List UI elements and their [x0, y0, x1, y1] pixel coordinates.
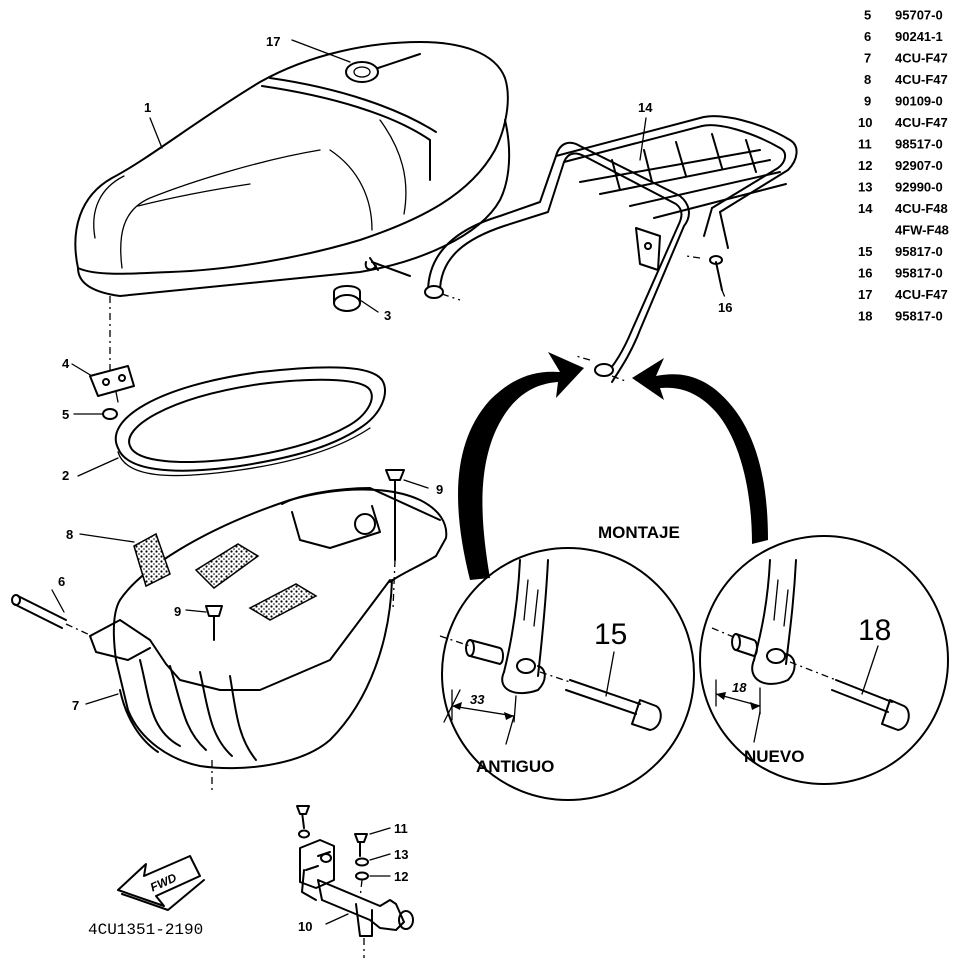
- bolt-part-16: [685, 255, 727, 301]
- pad-part-8: [133, 532, 171, 588]
- parts-list-code: 95817-0: [895, 309, 943, 324]
- parts-list-code: 4CU-F47: [895, 72, 948, 87]
- parts-list-code: 4CU-F47: [895, 51, 948, 66]
- dim-old: 33: [470, 692, 485, 707]
- dim-new: 18: [732, 680, 747, 695]
- parts-list-code: 92990-0: [895, 180, 943, 195]
- pin-part-6: [11, 594, 93, 637]
- screw-part-9-right: [385, 469, 405, 609]
- callout-3: 3: [384, 308, 391, 323]
- fwd-label: FWD: [148, 870, 179, 894]
- callout-6: 6: [58, 574, 65, 589]
- parts-list-code: 92907-0: [895, 158, 943, 173]
- parts-list-code: 98517-0: [895, 137, 943, 152]
- seat: [74, 41, 511, 297]
- parts-list-number: 12: [858, 158, 872, 173]
- parts-list-number: 16: [858, 266, 872, 281]
- parts-list-number: 15: [858, 244, 872, 259]
- callout-9-right: 9: [436, 482, 443, 497]
- parts-list-code: 4CU-F47: [895, 287, 948, 302]
- screw-part-9-mid: [205, 605, 223, 641]
- arrow-left: [458, 352, 584, 580]
- parts-list-number: 4: [864, 0, 872, 1]
- detail-heading: MONTAJE: [598, 523, 680, 542]
- parts-list-code: 95707-0: [895, 8, 943, 23]
- fwd-arrow-icon: [117, 855, 205, 911]
- parts-list-number: 7: [864, 51, 871, 66]
- parts-list-code: 4FW-F48: [895, 223, 949, 238]
- parts-list-code: 90109-0: [895, 94, 943, 109]
- callout-16: 16: [718, 300, 732, 315]
- parts-list-code: 4CU-F47: [895, 0, 948, 1]
- parts-list-code: 4CU-F47: [895, 115, 948, 130]
- callout-1: 1: [144, 100, 151, 115]
- parts-list-number: 10: [858, 115, 872, 130]
- leader-17: [291, 39, 351, 63]
- label-new: NUEVO: [744, 747, 804, 766]
- callout-15: 15: [594, 618, 627, 651]
- callout-18: 18: [858, 614, 891, 647]
- callout-17: 17: [266, 34, 280, 49]
- parts-list-number: 8: [864, 72, 871, 87]
- parts-list-code: 90241-1: [895, 29, 943, 44]
- callout-12: 12: [394, 869, 408, 884]
- detail-old: [439, 547, 695, 801]
- parts-list-code: 95817-0: [895, 266, 943, 281]
- parts-list-number: 17: [858, 287, 872, 302]
- parts-list-code: 4CU-F48: [895, 201, 948, 216]
- callout-10: 10: [298, 919, 312, 934]
- parts-list-number: 5: [864, 8, 871, 23]
- callout-7: 7: [72, 698, 79, 713]
- callout-14: 14: [638, 100, 653, 115]
- nut-part-5: [102, 408, 118, 420]
- callout-2: 2: [62, 468, 69, 483]
- parts-list-number: 6: [864, 29, 871, 44]
- callout-4: 4: [62, 356, 70, 371]
- parts-list-number: 9: [864, 94, 871, 109]
- latch-assembly: [296, 805, 414, 958]
- figure-code: 4CU1351-2190: [88, 921, 203, 939]
- hinge-part-4: [89, 365, 135, 403]
- seal-ring-part-2: [114, 366, 387, 477]
- callout-9-mid: 9: [174, 604, 181, 619]
- parts-list-number: 14: [858, 201, 873, 216]
- callout-11: 11: [394, 821, 408, 836]
- carrier-part-14: [424, 115, 798, 383]
- bolt-part-3: [333, 257, 411, 313]
- parts-list: 4 4CU-F47 5 95707-0 6 90241-1 7 4CU-F47 8 4CU-F47…: [858, 0, 949, 324]
- callout-5: 5: [62, 407, 69, 422]
- callout-8: 8: [66, 527, 73, 542]
- parts-list-number: 18: [858, 309, 872, 324]
- callout-13: 13: [394, 847, 408, 862]
- parts-list-number: 11: [858, 137, 872, 152]
- arrow-right: [632, 358, 768, 544]
- detail-new: [699, 535, 949, 785]
- label-old: ANTIGUO: [476, 757, 554, 776]
- parts-list-code: 95817-0: [895, 244, 943, 259]
- storage-box-part-7: [89, 487, 448, 770]
- parts-list-number: 13: [858, 180, 872, 195]
